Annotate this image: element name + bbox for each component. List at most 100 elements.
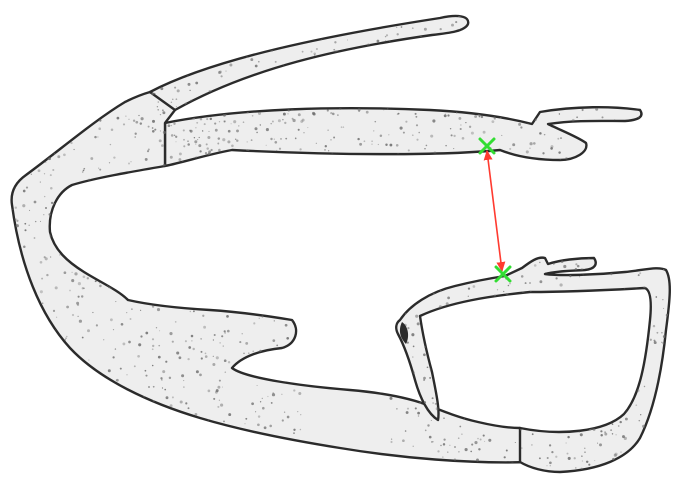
speckle-dot [126, 374, 127, 375]
speckle-dot [661, 332, 663, 334]
speckle-dot [17, 435, 20, 438]
speckle-dot [298, 392, 301, 395]
speckle-dot [62, 242, 65, 245]
speckle-dot [180, 26, 181, 27]
speckle-dot [402, 284, 405, 287]
speckle-dot [275, 30, 278, 33]
speckle-dot [252, 350, 254, 352]
speckle-dot [536, 405, 538, 407]
speckle-dot [224, 110, 227, 113]
speckle-dot [333, 81, 334, 82]
speckle-dot [412, 80, 413, 81]
speckle-dot [66, 194, 69, 197]
speckle-dot [505, 389, 507, 391]
speckle-dot [340, 24, 341, 25]
speckle-dot [57, 93, 60, 96]
speckle-dot [44, 378, 45, 379]
speckle-dot [60, 381, 63, 384]
speckle-dot [157, 109, 159, 111]
speckle-dot [83, 406, 86, 409]
speckle-dot [171, 102, 172, 103]
speckle-dot [223, 421, 225, 423]
speckle-dot [236, 220, 238, 222]
speckle-dot [497, 289, 498, 290]
speckle-dot [152, 127, 154, 129]
speckle-dot [332, 113, 335, 116]
speckle-dot [579, 416, 581, 418]
speckle-dot [484, 384, 485, 385]
speckle-dot [34, 237, 36, 239]
speckle-dot [371, 101, 372, 102]
speckle-dot [123, 123, 125, 125]
speckle-dot [176, 98, 178, 100]
speckle-dot [231, 145, 234, 148]
speckle-dot [124, 197, 127, 200]
speckle-dot [203, 62, 205, 64]
speckle-dot [205, 353, 207, 355]
speckle-dot [24, 277, 26, 279]
speckle-dot [411, 333, 414, 336]
speckle-dot [83, 170, 85, 172]
speckle-dot [213, 40, 215, 42]
speckle-dot [567, 453, 569, 455]
speckle-dot [405, 468, 408, 471]
speckle-dot [97, 223, 98, 224]
speckle-dot [299, 226, 300, 227]
speckle-dot [438, 285, 440, 287]
speckle-dot [87, 329, 90, 332]
speckle-dot [272, 102, 275, 105]
speckle-dot [222, 138, 225, 141]
speckle-dot [44, 410, 47, 413]
speckle-dot [273, 43, 276, 46]
speckle-dot [67, 446, 70, 449]
speckle-dot [166, 396, 169, 399]
speckle-dot [40, 261, 43, 264]
speckle-dot [470, 250, 472, 252]
speckle-dot [599, 146, 600, 147]
speckle-dot [38, 169, 41, 172]
speckle-dot [79, 209, 80, 210]
speckle-dot [554, 339, 556, 341]
speckle-dot [130, 294, 132, 296]
speckle-dot [71, 255, 72, 256]
speckle-dot [163, 181, 164, 182]
speckle-dot [251, 228, 252, 229]
speckle-dot [305, 326, 306, 327]
speckle-dot [281, 206, 283, 208]
speckle-dot [425, 430, 427, 432]
speckle-dot [305, 358, 308, 361]
speckle-dot [240, 211, 243, 214]
speckle-dot [434, 322, 437, 325]
speckle-dot [263, 374, 265, 376]
speckle-dot [465, 108, 467, 110]
speckle-dot [155, 187, 158, 190]
speckle-dot [138, 439, 139, 440]
speckle-dot [222, 109, 224, 111]
speckle-dot [268, 440, 269, 441]
speckle-dot [382, 64, 383, 65]
speckle-dot [293, 102, 294, 103]
speckle-dot [91, 450, 94, 453]
speckle-dot [158, 356, 161, 359]
speckle-dot [378, 144, 379, 145]
speckle-dot [221, 335, 223, 337]
speckle-dot [65, 388, 66, 389]
speckle-dot [615, 155, 618, 158]
speckle-dot [206, 143, 208, 145]
speckle-dot [19, 369, 20, 370]
speckle-dot [601, 156, 604, 159]
speckle-dot [250, 358, 252, 360]
speckle-dot [128, 119, 129, 120]
speckle-dot [502, 310, 504, 312]
speckle-dot [32, 419, 34, 421]
speckle-dot [620, 451, 621, 452]
speckle-dot [133, 120, 135, 122]
speckle-dot [470, 160, 473, 163]
speckle-dot [152, 365, 154, 367]
speckle-dot [113, 97, 116, 100]
speckle-dot [579, 346, 582, 349]
speckle-dot [423, 379, 425, 381]
speckle-dot [125, 115, 126, 116]
speckle-dot [293, 313, 295, 315]
speckle-dot [341, 27, 343, 29]
